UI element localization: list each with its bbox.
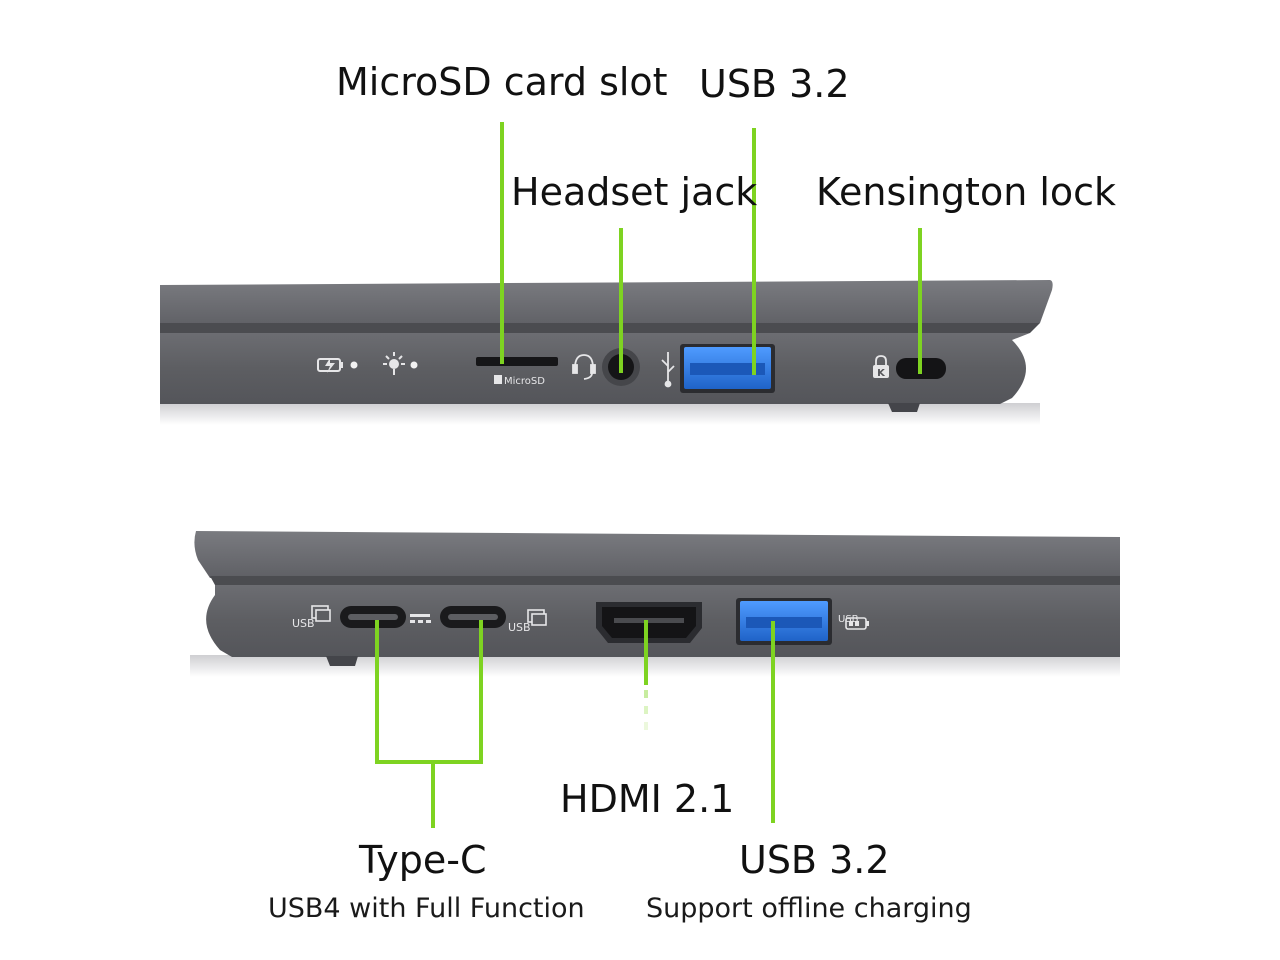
usb-pd-icon: USB xyxy=(292,605,331,630)
label-headset: Headset jack xyxy=(511,170,758,214)
power-led xyxy=(410,361,418,369)
kensington-lock-icon: K xyxy=(873,355,889,379)
usb-a-port-top xyxy=(680,344,775,393)
headset-icon xyxy=(572,354,596,380)
label-usb-top: USB 3.2 xyxy=(699,62,850,106)
callout-lines xyxy=(375,122,922,828)
type-c-port-2 xyxy=(440,606,506,628)
laptop-lid xyxy=(160,280,1053,327)
battery-charge-icon xyxy=(317,358,343,373)
lid-edge xyxy=(160,323,1040,333)
label-hdmi: HDMI 2.1 xyxy=(560,777,735,821)
microsd-marking: MicroSD xyxy=(504,376,545,387)
label-usb-bottom: USB 3.2 xyxy=(739,838,890,882)
callout-typec-bracket xyxy=(375,620,483,764)
usb-marking-charge: USB xyxy=(838,614,859,625)
thunderbolt-dashes xyxy=(410,614,431,623)
microsd-card-icon xyxy=(494,375,502,384)
label-microsd: MicroSD card slot xyxy=(336,60,668,104)
usb-a-port-bottom xyxy=(736,598,832,645)
usb-marking-left: USB xyxy=(292,617,315,630)
laptop-lid-bottom xyxy=(194,531,1120,578)
laptop-right-side: USB USB xyxy=(190,531,1121,677)
type-c-port-1 xyxy=(340,606,406,628)
lid-edge-bottom xyxy=(210,576,1120,585)
microsd-slot xyxy=(476,357,558,366)
label-usb-bottom-sub: Support offline charging xyxy=(646,893,972,924)
kensington-marking: K xyxy=(877,368,886,379)
power-light-icon xyxy=(383,352,405,375)
laptop-foot xyxy=(888,403,920,412)
callout-hdmi-fade xyxy=(644,690,648,730)
label-kensington: Kensington lock xyxy=(816,170,1117,214)
laptop-shadow-bottom xyxy=(190,655,1120,677)
usb-pd-icon: USB xyxy=(508,609,547,634)
usb-trident-icon xyxy=(661,352,675,388)
battery-usb-icon: USB xyxy=(838,614,869,630)
laptop-foot-bottom xyxy=(326,656,358,666)
label-typec: Type-C xyxy=(359,838,487,882)
laptop-left-side: MicroSD K xyxy=(160,280,1053,425)
laptop-shadow xyxy=(160,403,1040,425)
charge-led xyxy=(350,361,358,369)
hdmi-port xyxy=(596,602,702,643)
usb-marking-right: USB xyxy=(508,621,531,634)
label-typec-sub: USB4 with Full Function xyxy=(268,893,585,924)
